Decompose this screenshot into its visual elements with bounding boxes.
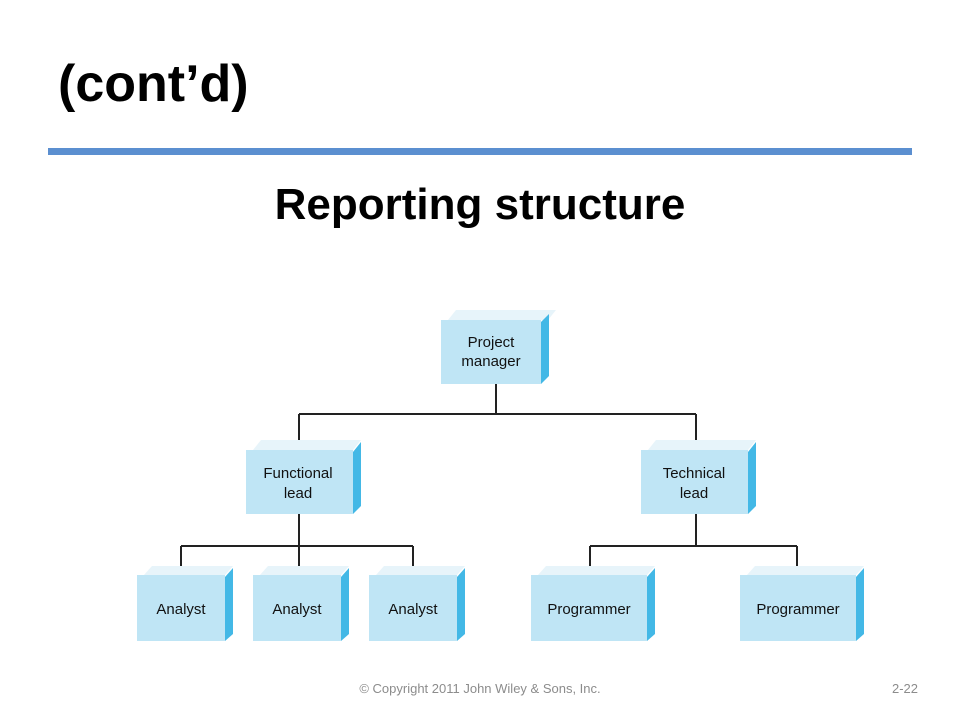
- node-analyst: Analyst: [137, 566, 233, 641]
- node-label-line: Programmer: [756, 601, 839, 618]
- node-label-line: manager: [461, 353, 520, 370]
- node-programmer: Programmer: [740, 566, 864, 641]
- page-number: 2-22: [891, 681, 918, 696]
- node-programmer: Programmer: [531, 566, 655, 641]
- node-analyst: Analyst: [369, 566, 465, 641]
- node-label-line: lead: [680, 485, 708, 502]
- diagram-heading: Reporting structure: [274, 180, 686, 229]
- node-technical-lead: Technical lead: [641, 440, 756, 514]
- node-label-line: Programmer: [547, 601, 630, 618]
- title-divider: [48, 148, 912, 155]
- node-project-manager: Project manager: [441, 310, 556, 384]
- node-label-line: Analyst: [272, 601, 322, 618]
- slide-title: (cont’d): [58, 55, 249, 113]
- node-analyst: Analyst: [253, 566, 349, 641]
- node-label-line: Technical: [663, 465, 726, 482]
- node-label-line: lead: [284, 485, 312, 502]
- node-label-line: Project: [468, 334, 516, 351]
- node-label-line: Analyst: [388, 601, 438, 618]
- node-functional-lead: Functional lead: [246, 440, 361, 514]
- footer-copyright: © Copyright 2011 John Wiley & Sons, Inc.: [359, 681, 601, 696]
- node-label-line: Functional: [263, 465, 332, 482]
- node-label-line: Analyst: [156, 601, 206, 618]
